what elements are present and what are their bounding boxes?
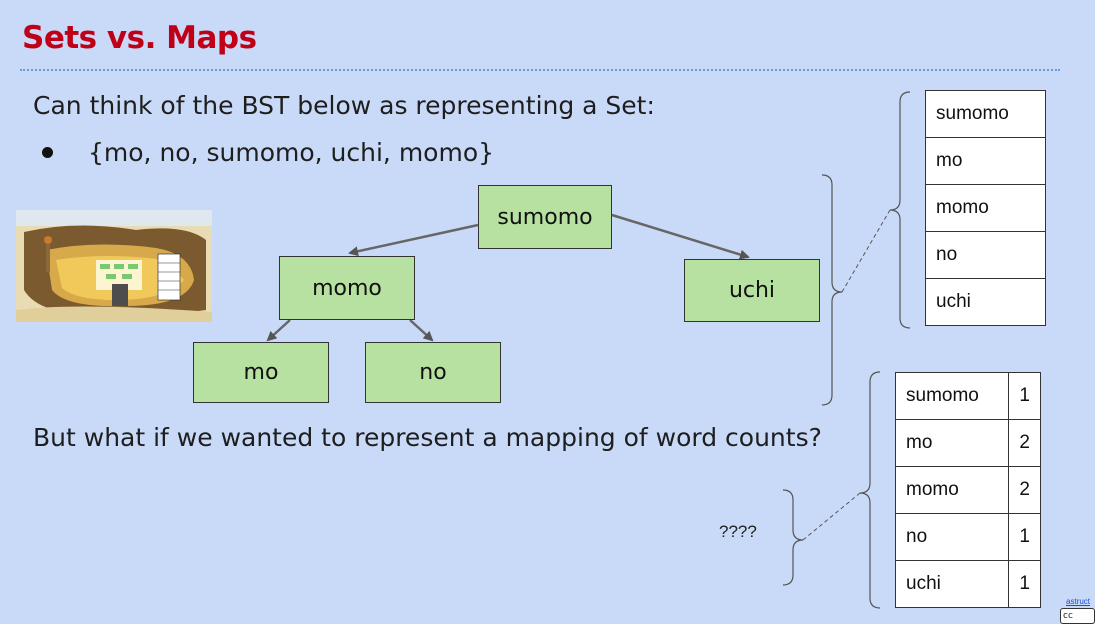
cave-illustration-graphic	[16, 210, 212, 322]
mystery-to-map-link	[802, 492, 861, 541]
map-table-key: sumomo	[894, 372, 1010, 420]
node-mo: mo	[193, 342, 329, 403]
set-table-cell: mo	[925, 137, 1046, 185]
map-table-bracket	[859, 371, 881, 609]
map-table-value: 1	[1008, 513, 1041, 561]
title-divider	[20, 69, 1060, 71]
set-table-row: no	[925, 231, 1046, 279]
map-table-key: momo	[894, 466, 1010, 514]
question-text: But what if we wanted to represent a map…	[33, 423, 822, 452]
node-no: no	[365, 342, 501, 403]
edge-left-leftleft	[266, 319, 291, 342]
map-table-value: 2	[1008, 419, 1041, 467]
map-table-key: uchi	[894, 560, 1010, 608]
map-table-key: mo	[894, 419, 1010, 467]
edge-root-right	[611, 213, 750, 260]
mystery-bracket	[782, 489, 804, 586]
set-table-cell: no	[925, 231, 1046, 279]
bullet-dot-icon	[42, 147, 53, 158]
node-sumomo: sumomo	[478, 185, 612, 249]
cave-illustration	[16, 210, 212, 322]
map-table-key: no	[894, 513, 1010, 561]
set-table-row: mo	[925, 137, 1046, 185]
node-momo: momo	[279, 256, 415, 320]
set-table-cell: uchi	[925, 278, 1046, 326]
set-table-bracket	[889, 91, 911, 329]
edge-root-left	[348, 223, 479, 257]
node-uchi: uchi	[684, 259, 820, 322]
set-table-row: sumomo	[925, 90, 1046, 138]
footer-link[interactable]: astruct	[1066, 597, 1091, 606]
set-table: sumomo mo momo no uchi	[925, 90, 1046, 326]
edge-left-leftright	[409, 319, 434, 342]
intro-text: Can think of the BST below as representi…	[33, 91, 655, 120]
set-table-cell: sumomo	[925, 90, 1046, 138]
set-table-row: uchi	[925, 278, 1046, 326]
map-table-value: 1	[1008, 372, 1041, 420]
slide-title: Sets vs. Maps	[22, 20, 257, 56]
tree-to-set-link	[841, 209, 891, 293]
mystery-structure-label: ????	[719, 522, 757, 541]
map-table-value: 1	[1008, 560, 1041, 608]
tree-bracket	[821, 174, 843, 406]
set-table-cell: momo	[925, 184, 1046, 232]
set-table-row: momo	[925, 184, 1046, 232]
tree-edges	[266, 213, 750, 342]
cc-license-icon: cc	[1060, 608, 1095, 624]
set-members-bullet: {mo, no, sumomo, uchi, momo}	[88, 138, 495, 167]
map-table-value: 2	[1008, 466, 1041, 514]
